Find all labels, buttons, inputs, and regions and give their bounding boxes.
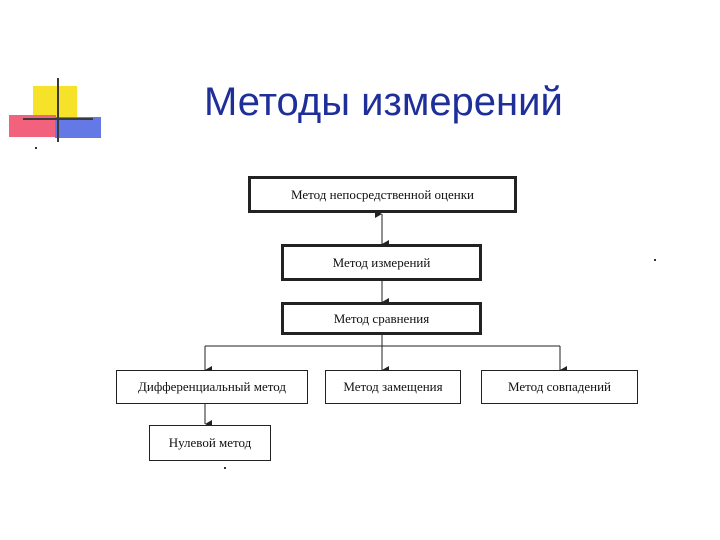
decor-dot xyxy=(35,147,37,149)
node-measurement-method: Метод измерений xyxy=(281,244,482,281)
node-substitution-method: Метод замещения xyxy=(325,370,461,404)
decor-vertical-line xyxy=(57,78,59,142)
slide-title: Методы измерений xyxy=(204,80,563,124)
node-coincidence-method: Метод совпадений xyxy=(481,370,638,404)
decor-horizontal-line xyxy=(23,118,93,120)
decor-red-square xyxy=(9,115,56,137)
decor-blue-square xyxy=(55,117,101,138)
decor-dot xyxy=(224,467,226,469)
decor-dot xyxy=(654,259,656,261)
node-comparison-method: Метод сравнения xyxy=(281,302,482,335)
node-null-method: Нулевой метод xyxy=(149,425,271,461)
node-differential-method: Дифференциальный метод xyxy=(116,370,308,404)
node-direct-assessment: Метод непосредственной оценки xyxy=(248,176,517,213)
